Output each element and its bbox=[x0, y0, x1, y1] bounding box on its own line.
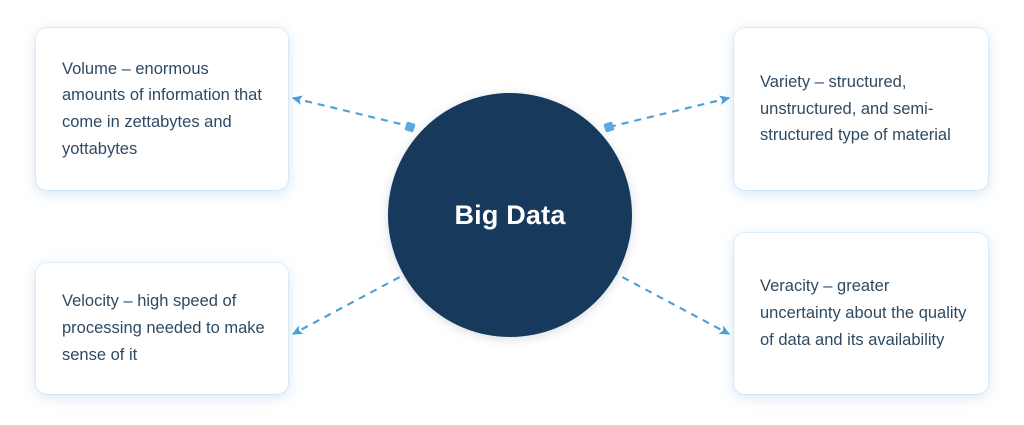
card-variety-text: Variety – structured, unstructured, and … bbox=[760, 72, 951, 145]
center-node-label: Big Data bbox=[454, 199, 566, 230]
card-veracity: Veracity – greater uncertainty about the… bbox=[734, 233, 988, 394]
center-node-big-data: Big Data bbox=[388, 93, 632, 337]
card-velocity: Velocity – high speed of processing need… bbox=[36, 263, 288, 394]
connector-variety bbox=[603, 95, 731, 133]
card-volume: Volume – enormous amounts of information… bbox=[36, 28, 288, 190]
connector-node-variety bbox=[603, 121, 615, 133]
connector-node-volume bbox=[404, 121, 416, 133]
card-volume-text: Volume – enormous amounts of information… bbox=[62, 59, 262, 158]
card-variety: Variety – structured, unstructured, and … bbox=[734, 28, 988, 190]
connector-velocity bbox=[291, 264, 417, 335]
card-velocity-text: Velocity – high speed of processing need… bbox=[62, 292, 265, 364]
connector-veracity bbox=[605, 264, 731, 335]
connector-volume bbox=[291, 95, 416, 133]
card-veracity-text: Veracity – greater uncertainty about the… bbox=[760, 277, 967, 349]
